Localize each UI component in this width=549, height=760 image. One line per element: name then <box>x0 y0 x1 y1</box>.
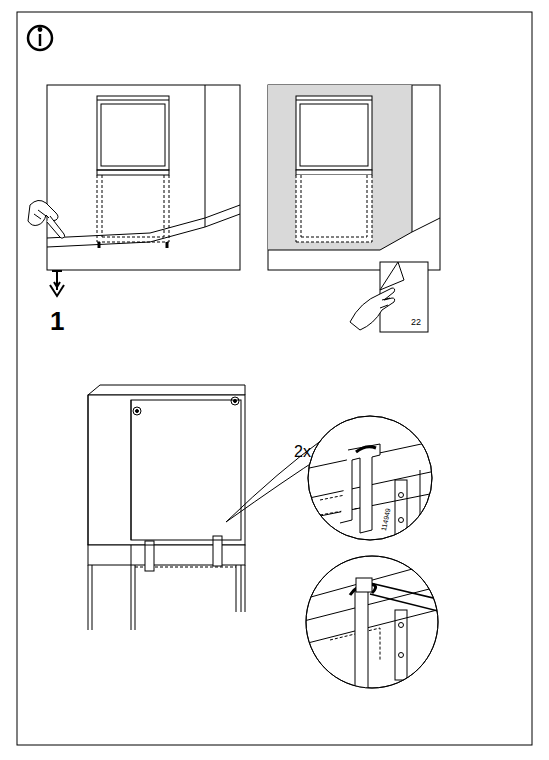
sticker-icon <box>350 262 428 332</box>
wall-panel <box>268 85 440 270</box>
cabinet <box>88 385 245 630</box>
wall-panel <box>47 85 240 270</box>
detail-callout <box>300 556 450 690</box>
info-icon <box>28 26 52 50</box>
step-number: 1 <box>50 308 64 334</box>
hand-icon <box>28 200 65 238</box>
step-arrow <box>50 271 64 296</box>
page-border <box>17 12 532 745</box>
detail-callout <box>300 416 440 560</box>
quantity: 2x <box>294 444 311 460</box>
page-reference: 22 <box>411 318 421 327</box>
